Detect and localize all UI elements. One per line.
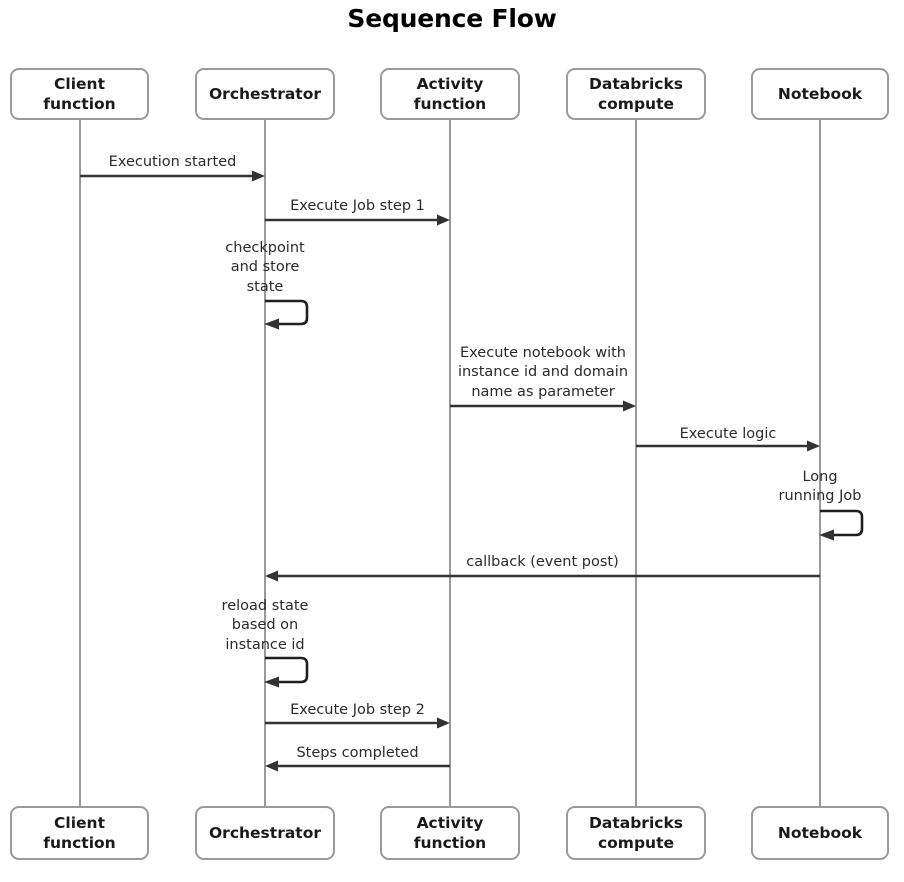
lifeline-databricks: [635, 120, 637, 806]
actor-box-bottom-client: Client function: [10, 806, 149, 860]
actor-label: Orchestrator: [209, 84, 321, 103]
actor-box-bottom-databricks: Databricks compute: [566, 806, 706, 860]
message-label-m1: Execution started: [108, 154, 237, 170]
message-label-m4: Execute logic: [679, 426, 777, 442]
actor-label: Notebook: [777, 823, 863, 842]
actor-box-top-orchestrator: Orchestrator: [195, 68, 335, 120]
actor-box-top-activity: Activity function: [380, 68, 520, 120]
actor-box-top-databricks: Databricks compute: [566, 68, 706, 120]
lifeline-orchestrator: [264, 120, 266, 806]
message-arrow-m7: [265, 760, 450, 772]
self-message-s1: [264, 299, 309, 330]
self-message-label-s2: Long running Job: [778, 469, 862, 505]
message-arrow-m2: [265, 214, 450, 226]
page-title: Sequence Flow: [347, 4, 557, 33]
actor-box-top-notebook: Notebook: [751, 68, 889, 120]
actor-box-bottom-orchestrator: Orchestrator: [195, 806, 335, 860]
actor-box-top-client: Client function: [10, 68, 149, 120]
actor-label: Client function: [43, 74, 116, 113]
message-arrow-m5: [265, 570, 820, 582]
lifeline-notebook: [819, 120, 821, 806]
message-label-m7: Steps completed: [296, 745, 419, 761]
lifeline-client: [79, 120, 81, 806]
message-label-m6: Execute Job step 2: [290, 702, 425, 718]
message-label-m3: Execute notebook with instance id and do…: [457, 345, 629, 400]
actor-label: Notebook: [777, 84, 863, 103]
actor-label: Orchestrator: [209, 823, 321, 842]
actor-box-bottom-activity: Activity function: [380, 806, 520, 860]
actor-label: Databricks compute: [589, 74, 683, 113]
message-label-m5: callback (event post): [466, 554, 619, 570]
self-message-s3: [264, 656, 309, 688]
self-message-label-s1: checkpoint and store state: [225, 240, 305, 295]
message-label-m2: Execute Job step 1: [290, 198, 425, 214]
actor-label: Client function: [43, 813, 116, 852]
actor-label: Databricks compute: [589, 813, 683, 852]
actor-label: Activity function: [413, 74, 487, 113]
message-arrow-m6: [265, 717, 450, 729]
lifeline-activity: [449, 120, 451, 806]
message-arrow-m1: [80, 170, 265, 182]
self-message-s2: [819, 509, 864, 541]
self-message-label-s3: reload state based on instance id: [221, 598, 309, 653]
message-arrow-m3: [450, 400, 636, 412]
message-arrow-m4: [636, 440, 820, 452]
actor-label: Activity function: [413, 813, 487, 852]
actor-box-bottom-notebook: Notebook: [751, 806, 889, 860]
